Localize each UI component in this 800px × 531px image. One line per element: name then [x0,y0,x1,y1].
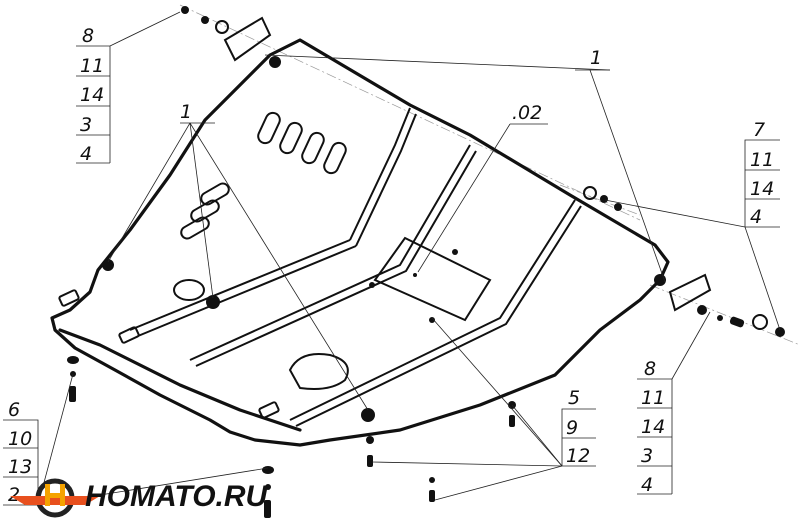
callout-label: 6 [8,399,20,421]
ventilation-slots [180,111,347,240]
callout-right-bottom: 8 11 14 3 4 [637,358,673,496]
callout-label: 4 [750,206,762,228]
service-hatch [373,236,492,322]
service-hole [288,353,349,390]
leader-lines [37,11,781,506]
axis-lines [179,4,800,346]
callout-label: 12 [566,445,590,467]
callout-label: 9 [566,417,578,439]
callout-label: 5 [568,387,580,409]
callout-label: 10 [8,428,32,450]
callout-bottom-middle: 5 9 12 [561,387,596,467]
callout-label: 8 [644,358,656,380]
callout-label: 11 [80,55,104,77]
callout-label: 4 [80,143,92,165]
callout-label: 14 [641,416,665,438]
callout-label: 7 [753,119,765,141]
callout-label: 4 [641,474,653,496]
logo-text: HOMATO.RU [85,480,269,513]
fasteners [67,6,785,518]
callout-label: 14 [750,178,774,200]
callout-label: 3 [80,114,92,136]
part-label-1-left: 1 [180,101,192,123]
skid-plate [50,38,670,447]
callout-label: 13 [8,456,32,478]
callout-label: 11 [641,387,665,409]
callout-label: 2 [8,484,20,506]
callout-top-left: 8 11 14 3 4 [76,25,111,165]
part-label-1-top: 1 [590,47,602,69]
callout-bottom-left: 6 10 13 2 [3,399,39,506]
callout-label: 11 [750,149,774,171]
service-hole [173,279,205,301]
part-label-02: .02 [512,102,542,124]
homato-logo: HOMATO.RU [10,478,269,518]
callout-label: 3 [641,445,653,467]
callout-right-top: 7 11 14 4 [744,119,780,228]
callout-label: 14 [80,84,104,106]
callout-label: 8 [82,25,94,47]
